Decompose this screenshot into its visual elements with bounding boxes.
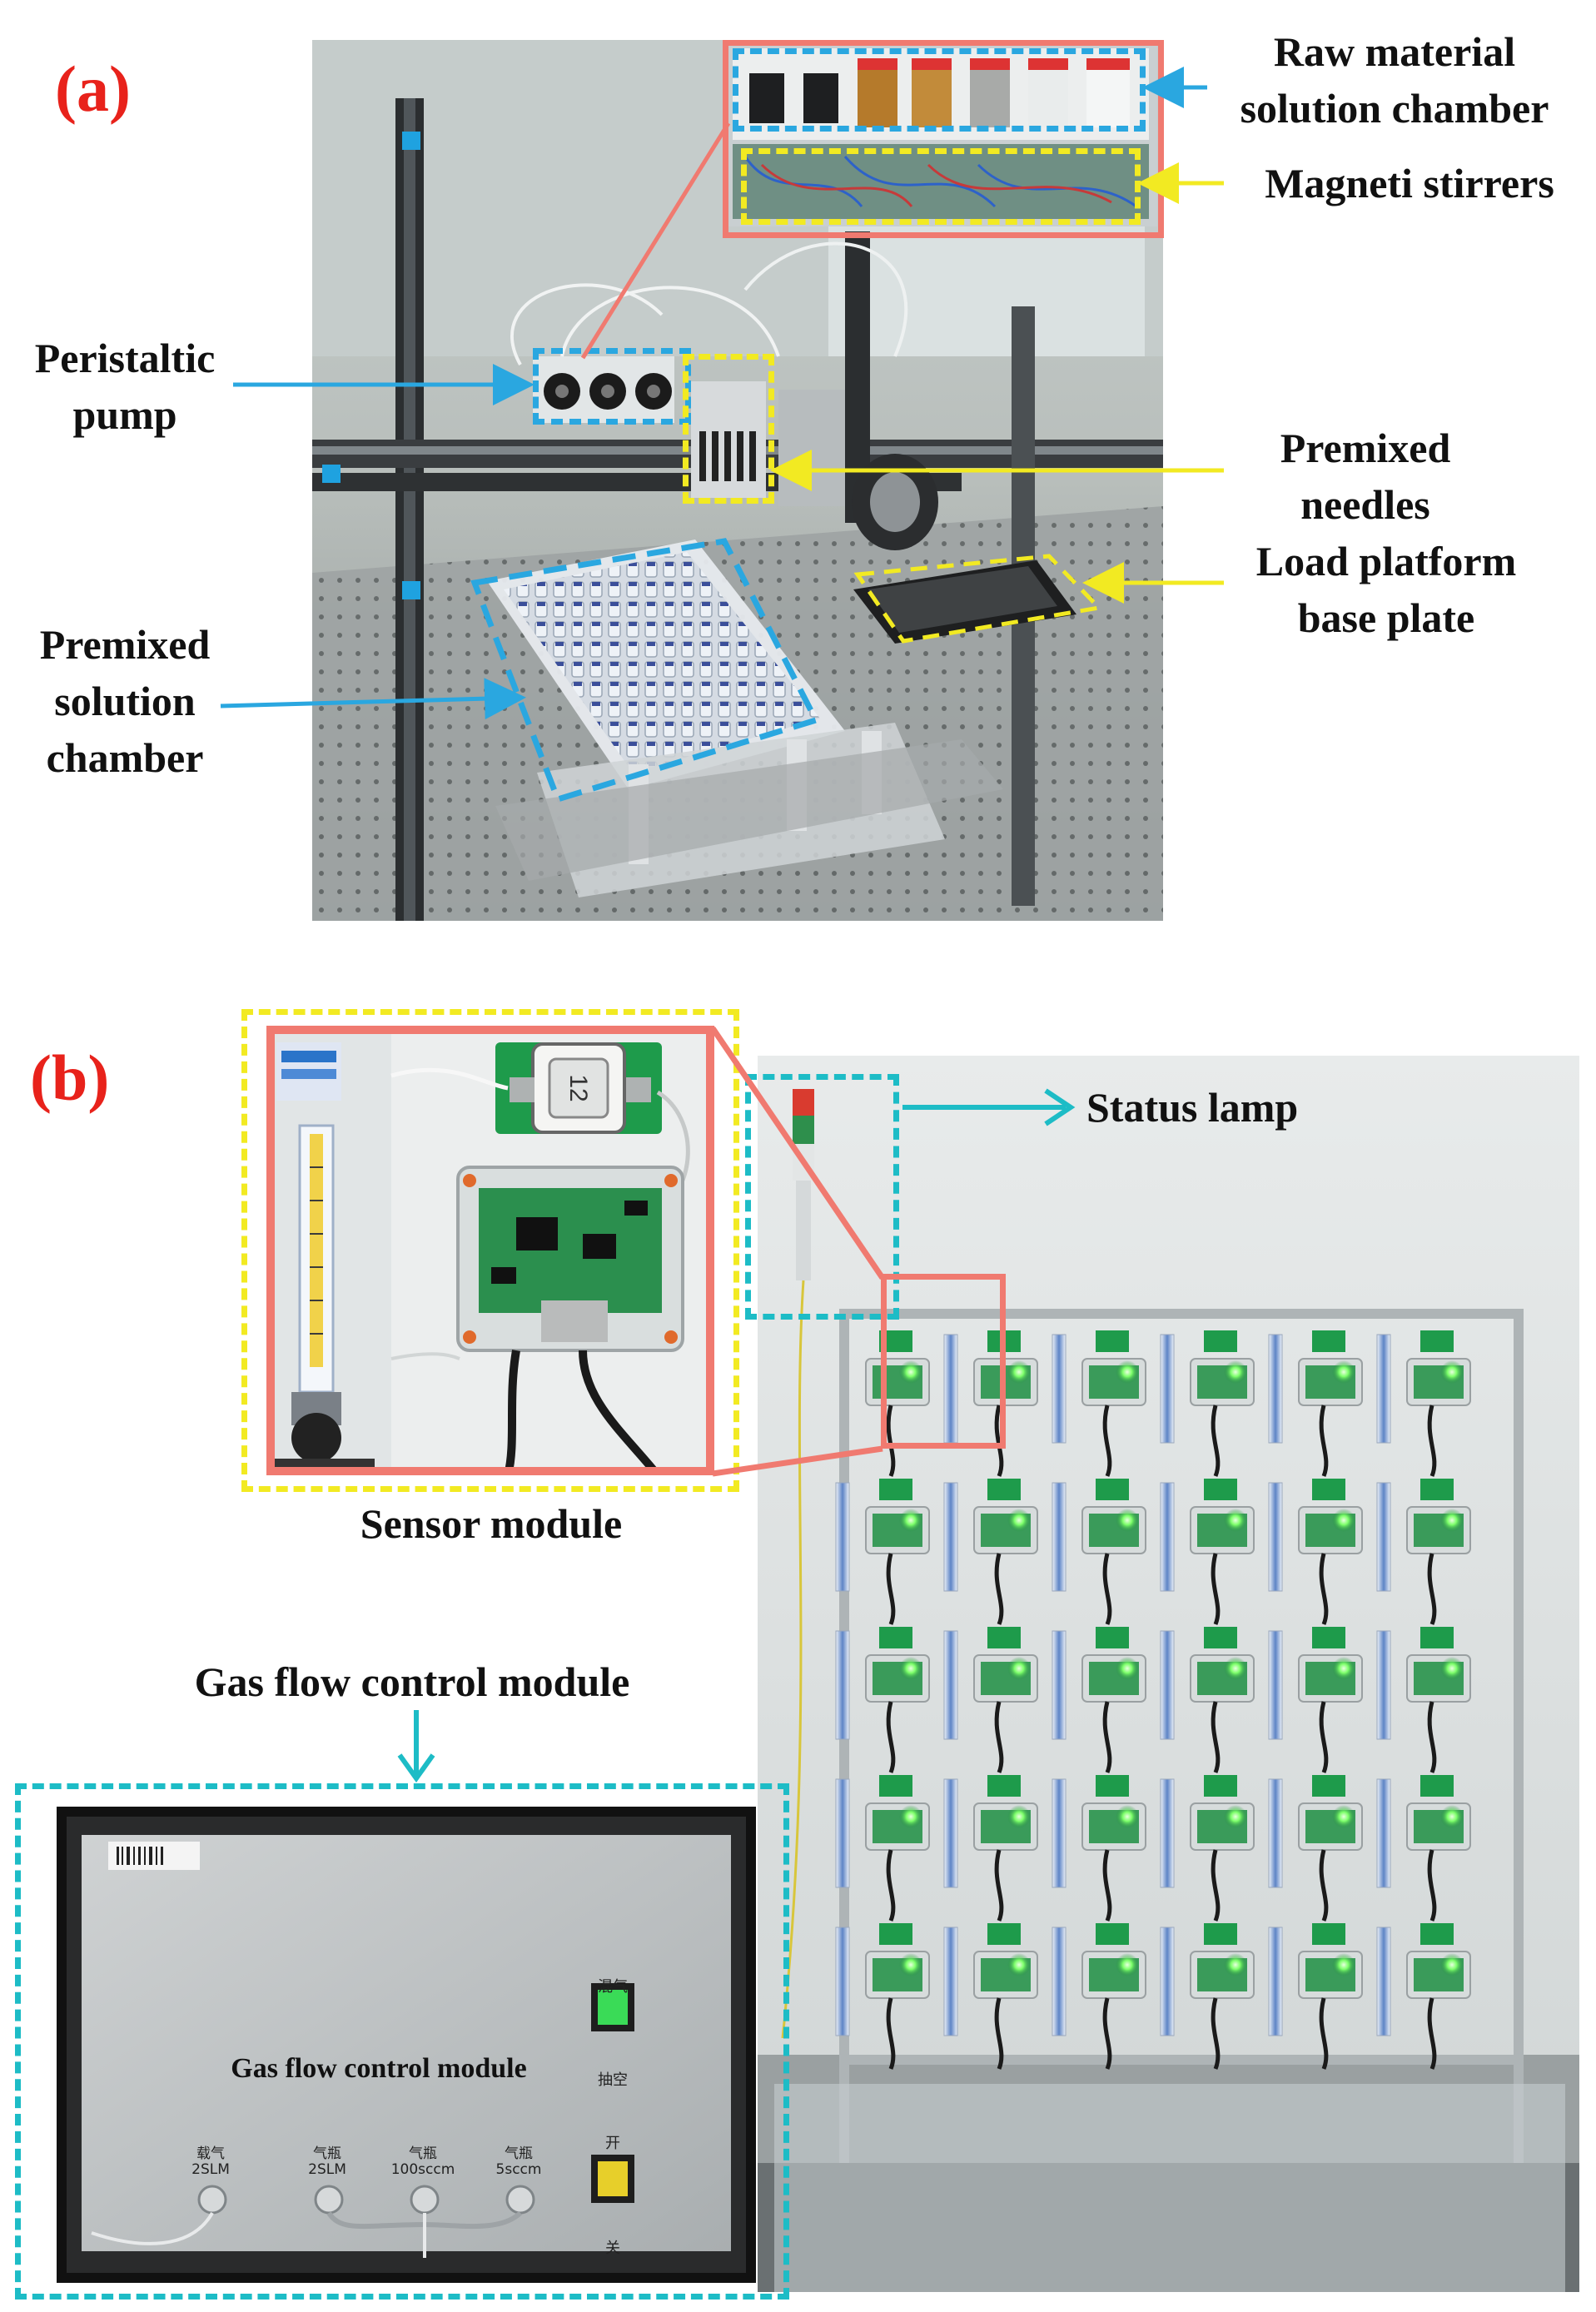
load-platform-outline: [853, 554, 1104, 644]
port4-range: 5sccm: [495, 2161, 542, 2178]
robotic-platform-photo: [312, 40, 1163, 921]
bottom-switch-label-top: 开: [605, 2135, 620, 2152]
port1-range: 2SLM: [191, 2161, 230, 2178]
gas-flow-control-label: Gas flow control module: [194, 1658, 630, 1705]
sensor-unit: [1376, 1775, 1471, 1922]
sensor-unit: [1052, 1479, 1146, 1625]
port4-name: 气瓶: [505, 2145, 533, 2162]
sensor-unit: [1160, 1923, 1255, 2070]
peristaltic-pump-label-line2: pump: [72, 391, 177, 438]
premixed-needles-label-line2: needles: [1300, 481, 1430, 528]
sensor-unit: [1268, 1627, 1363, 1773]
sensor-array-photo: [758, 1056, 1579, 2292]
sensor-unit: [943, 1923, 1038, 2070]
sensor-module-label: Sensor module: [360, 1500, 623, 1547]
sensor-unit: [1160, 1627, 1255, 1773]
svg-text:12: 12: [564, 1074, 592, 1101]
sensor-unit: [1376, 1479, 1471, 1625]
sensor-inset-connector: [710, 1027, 885, 1477]
inset-connector: [580, 122, 731, 360]
gas-box-panel-title: Gas flow control module: [231, 2053, 527, 2084]
sensor-unit: [1052, 1330, 1146, 1477]
premixed-chamber-label-line1: Premixed: [39, 621, 211, 668]
load-platform-label-line2: base plate: [1297, 594, 1475, 641]
load-platform-label-line1: Load platform: [1255, 538, 1517, 584]
sensor-unit: [1268, 1775, 1363, 1922]
raw-material-label-line2: solution chamber: [1240, 85, 1549, 132]
panel-b-label: (b): [30, 1042, 110, 1114]
sensor-unit: [1160, 1479, 1255, 1625]
sensor-unit: [943, 1330, 1038, 1477]
premixed-chamber-label: Premixed solution chamber: [17, 616, 233, 786]
gas-flow-arrow: [397, 1710, 435, 1783]
port2-range: 2SLM: [308, 2161, 346, 2178]
gas-flow-control-panel: [57, 1807, 756, 2283]
peristaltic-pump-label-line1: Peristaltic: [34, 335, 216, 381]
load-platform-label: Load platform base plate: [1232, 533, 1540, 646]
sensor-unit: [1052, 1923, 1146, 2070]
panel-a-label: (a): [55, 52, 131, 125]
sensor-unit: [1052, 1775, 1146, 1922]
gas-flow-control-box: [15, 1783, 789, 2300]
gas-box-front: [67, 1817, 746, 2273]
top-switch-label-bottom: 抽空: [598, 2071, 628, 2089]
premixed-needles-label-line1: Premixed: [1280, 425, 1451, 471]
raw-material-inset-frame: [723, 40, 1164, 238]
sensor-highlight-frame: [881, 1274, 1006, 1449]
sensor-unit: [1268, 1330, 1363, 1477]
sensor-unit: [943, 1775, 1038, 1922]
sensor-unit: [1376, 1923, 1471, 2070]
sensor-unit: [835, 1479, 930, 1625]
bottom-switch-label-bottom: 关: [605, 2240, 620, 2257]
premixed-chamber-label-line2: solution: [54, 678, 196, 724]
sensor-module-frame: [266, 1026, 714, 1475]
sensor-unit: [1268, 1923, 1363, 2070]
sensor-unit: [1268, 1479, 1363, 1625]
port1-name: 载气: [196, 2145, 225, 2162]
sensor-array-illustration: [758, 1056, 1579, 2292]
sensor-unit: [835, 1627, 930, 1773]
sensor-unit: [943, 1627, 1038, 1773]
sensor-unit: [1160, 1330, 1255, 1477]
port3-range: 100sccm: [390, 2161, 455, 2178]
status-lamp-label: Status lamp: [1086, 1084, 1299, 1131]
peristaltic-pump-label: Peristaltic pump: [17, 330, 233, 443]
premixed-needles-box: [683, 354, 774, 504]
status-lamp-box: [745, 1074, 899, 1320]
panel-a-arrows: [220, 67, 1224, 720]
power-switch[interactable]: [591, 2170, 634, 2218]
sensor-unit: [1376, 1330, 1471, 1477]
port3-name: 气瓶: [409, 2145, 437, 2162]
sensor-unit: [1052, 1627, 1146, 1773]
magnetic-stirrers-label: Magneti stirrers: [1265, 160, 1554, 206]
raw-material-label: Raw material solution chamber: [1207, 23, 1582, 137]
sensor-module-photo: 12: [266, 1026, 714, 1475]
sensor-unit: [943, 1479, 1038, 1625]
sensor-unit: [1376, 1627, 1471, 1773]
sensor-unit: [1160, 1775, 1255, 1922]
premixed-needles-label: Premixed needles: [1232, 420, 1499, 533]
top-switch-label-top: 混气: [598, 1978, 628, 1996]
sensor-module-illustration: 12: [266, 1026, 714, 1475]
port2-name: 气瓶: [313, 2145, 341, 2162]
status-lamp-arrow: [902, 1088, 1076, 1126]
sensor-unit: [835, 1923, 930, 2070]
sensor-unit: [835, 1775, 930, 1922]
mix-evacuate-switch[interactable]: [591, 1998, 634, 2046]
raw-material-label-line1: Raw material: [1273, 28, 1516, 75]
sensor-module-box: [241, 1009, 739, 1492]
premixed-chamber-label-line3: chamber: [46, 734, 204, 781]
robotic-platform-illustration: [312, 40, 1163, 921]
